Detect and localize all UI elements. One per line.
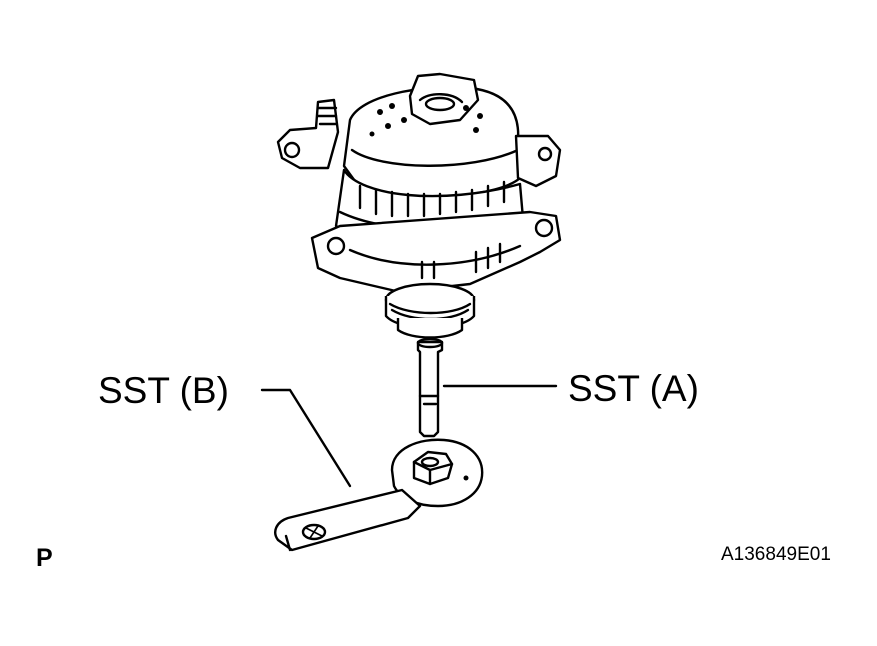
pulley xyxy=(384,282,476,339)
lower-flange xyxy=(310,210,562,294)
sst-b-tool xyxy=(274,438,484,552)
label-sst-a: SST (A) xyxy=(568,368,699,409)
corner-mark: P xyxy=(36,544,53,572)
figure-code: A136849E01 xyxy=(721,544,831,565)
upper-right-bracket xyxy=(514,134,562,188)
upper-left-bracket xyxy=(276,98,340,170)
sst-a-tool xyxy=(416,337,444,438)
label-sst-b: SST (B) xyxy=(98,370,229,411)
alternator xyxy=(276,72,562,339)
rear-cover xyxy=(342,72,522,198)
leader-sst-b xyxy=(260,388,352,488)
leader-lines xyxy=(260,384,558,488)
